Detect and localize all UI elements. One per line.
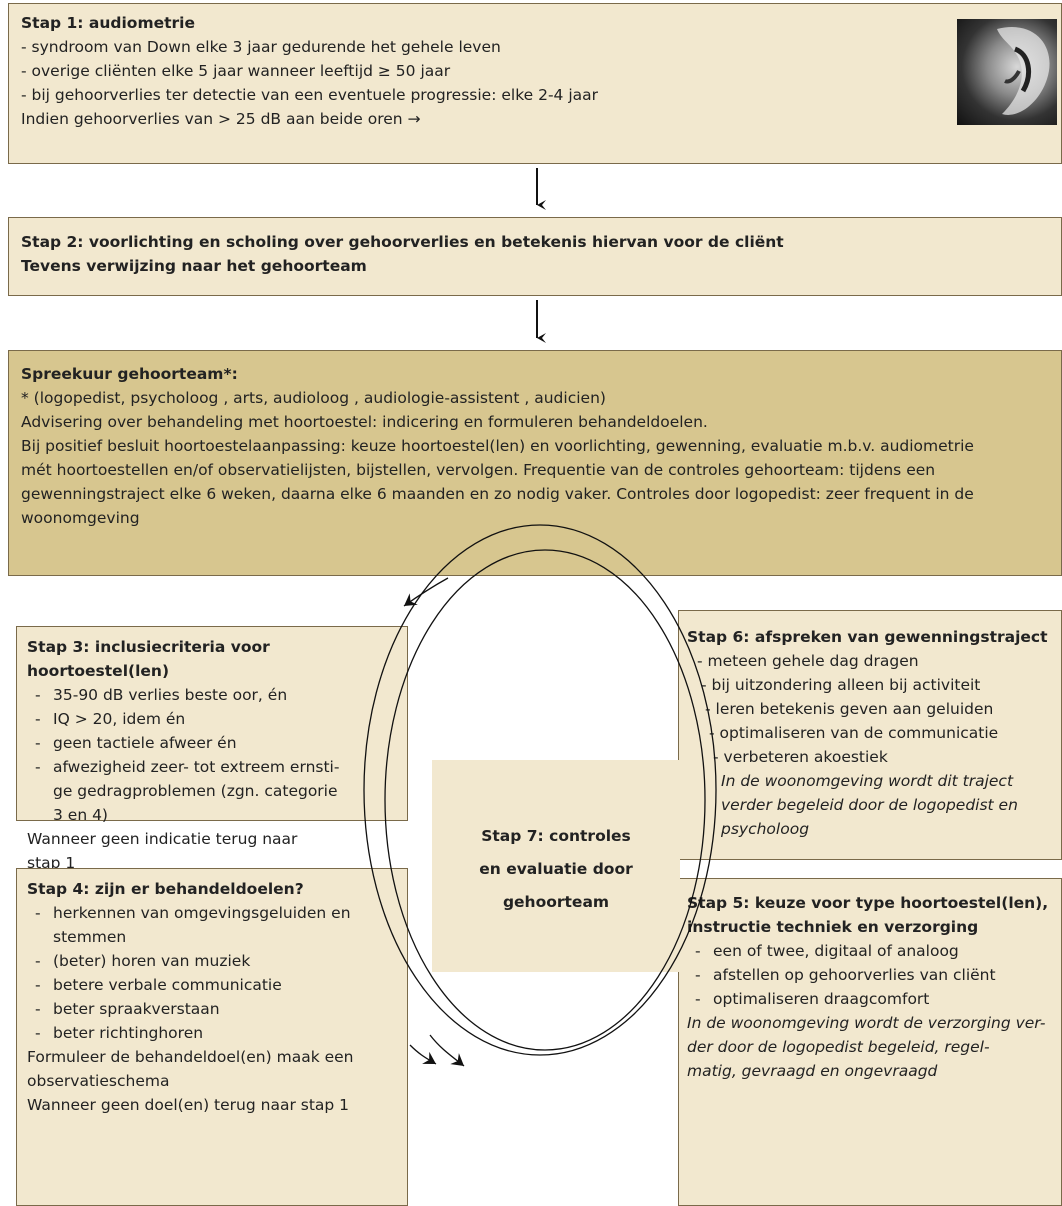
stap5-note: matig, gevraagd en ongevraagd xyxy=(687,1062,938,1080)
stap4-title: Stap 4: zijn er behandeldoelen? xyxy=(27,880,304,898)
stap5-item: optimaliseren draagcomfort xyxy=(687,987,1053,1011)
spreekuur-body-line: gewenningstraject elke 6 weken, daarna e… xyxy=(21,485,974,503)
stap3-item: 35-90 dB verlies beste oor, én xyxy=(27,683,397,707)
stap5-note: In de woonomgeving wordt de verzorging v… xyxy=(687,1014,1046,1032)
stap7-line: en evaluatie door xyxy=(479,860,633,878)
stap6-item: - meteen gehele dag dragen xyxy=(697,652,919,670)
stap4-box: Stap 4: zijn er behandeldoelen? herkenne… xyxy=(16,868,408,1206)
stap6-note: psycholoog xyxy=(721,820,810,838)
spreekuur-body-line: mét hoortoestellen en/of observatielijst… xyxy=(21,461,936,479)
spreekuur-team: * (logopedist, psycholoog , arts, audiol… xyxy=(21,389,606,407)
stap7-line: Stap 7: controles xyxy=(481,827,631,845)
stap5-item: een of twee, digitaal of analoog xyxy=(687,939,1053,963)
stap7-line: gehoorteam xyxy=(502,893,610,911)
stap2-line2: Tevens verwijzing naar het gehoorteam xyxy=(21,257,367,275)
cycle-arrow-top xyxy=(403,577,449,607)
stap1-line: Indien gehoorverlies van > 25 dB aan bei… xyxy=(21,110,421,128)
stap5-note: der door de logopedist begeleid, regel- xyxy=(687,1038,990,1056)
stap2-box: Stap 2: voorlichting en scholing over ge… xyxy=(8,217,1062,296)
cycle-ellipse-inner xyxy=(384,549,706,1051)
stap3-item-cont: 3 en 4) xyxy=(53,806,108,824)
spreekuur-body-line: woonomgeving xyxy=(21,509,140,527)
stap6-box: Stap 6: afspreken van gewenningstraject … xyxy=(678,610,1062,860)
stap3-item: IQ > 20, idem én xyxy=(27,707,397,731)
stap6-item: - leren betekenis geven aan geluiden xyxy=(705,700,994,718)
stap4-item: (beter) horen van muziek xyxy=(27,949,397,973)
stap6-item: - verbeteren akoestiek xyxy=(713,748,888,766)
stap4-item-cont: stemmen xyxy=(53,928,127,946)
stap1-line: - syndroom van Down elke 3 jaar gedurend… xyxy=(21,38,501,56)
stap5-box: Stap 5: keuze voor type hoortoestel(len)… xyxy=(678,878,1062,1206)
stap1-box: Stap 1: audiometrie - syndroom van Down … xyxy=(8,3,1062,164)
stap3-footer: Wanneer geen indicatie terug naar xyxy=(27,830,298,848)
spreekuur-box: Spreekuur gehoorteam*: * (logopedist, ps… xyxy=(8,350,1062,576)
cycle-ellipse-outer xyxy=(363,524,717,1056)
spreekuur-body-line: Bij positief besluit hoortoestelaanpassi… xyxy=(21,437,974,455)
stap1-line: - bij gehoorverlies ter detectie van een… xyxy=(21,86,599,104)
stap5-title: Stap 5: keuze voor type hoortoestel(len)… xyxy=(687,894,1049,912)
cycle-arrow-bottom-2 xyxy=(409,1044,437,1065)
stap3-title: Stap 3: inclusiecriteria voor xyxy=(27,638,270,656)
stap6-title: Stap 6: afspreken van gewenningstraject xyxy=(687,628,1048,646)
ear-icon xyxy=(957,19,1057,125)
spreekuur-title: Spreekuur gehoorteam*: xyxy=(21,365,238,383)
stap1-line: - overige cliënten elke 5 jaar wanneer l… xyxy=(21,62,451,80)
stap6-item: - optimaliseren van de communicatie xyxy=(709,724,999,742)
stap3-title: hoortoestel(len) xyxy=(27,662,170,680)
stap5-item: afstellen op gehoorverlies van cliënt xyxy=(687,963,1053,987)
stap6-note: In de woonomgeving wordt dit traject xyxy=(721,772,1014,790)
stap1-title: Stap 1: audiometrie xyxy=(21,14,195,32)
stap3-footer: stap 1 xyxy=(27,854,76,872)
stap4-footer: observatieschema xyxy=(27,1072,170,1090)
stap4-footer: Wanneer geen doel(en) terug naar stap 1 xyxy=(27,1096,350,1114)
stap2-line1: Stap 2: voorlichting en scholing over ge… xyxy=(21,233,784,251)
stap3-box: Stap 3: inclusiecriteria voor hoortoeste… xyxy=(16,626,408,872)
stap3-item-cont: ge gedragproblemen (zgn. categorie xyxy=(53,782,338,800)
stap3-item: geen tactiele afweer én xyxy=(27,731,397,755)
cycle-arrow-bottom-1 xyxy=(429,1034,465,1067)
stap3-item: afwezigheid zeer- tot extreem ernsti- xyxy=(27,755,397,779)
stap4-item: herkennen van omgevingsgeluiden en xyxy=(27,901,397,925)
stap4-footer: Formuleer de behandeldoel(en) maak een xyxy=(27,1048,354,1066)
stap4-item: beter spraakverstaan xyxy=(27,997,397,1021)
stap6-note: verder begeleid door de logopedist en xyxy=(721,796,1018,814)
stap7-box: Stap 7: controles en evaluatie door geho… xyxy=(432,760,680,972)
spreekuur-advies: Advisering over behandeling met hoortoes… xyxy=(21,413,708,431)
stap4-item: betere verbale communicatie xyxy=(27,973,397,997)
stap6-item: - bij uitzondering alleen bij activiteit xyxy=(701,676,981,694)
stap5-title: instructie techniek en verzorging xyxy=(687,918,979,936)
stap4-item: beter richtinghoren xyxy=(27,1021,397,1045)
